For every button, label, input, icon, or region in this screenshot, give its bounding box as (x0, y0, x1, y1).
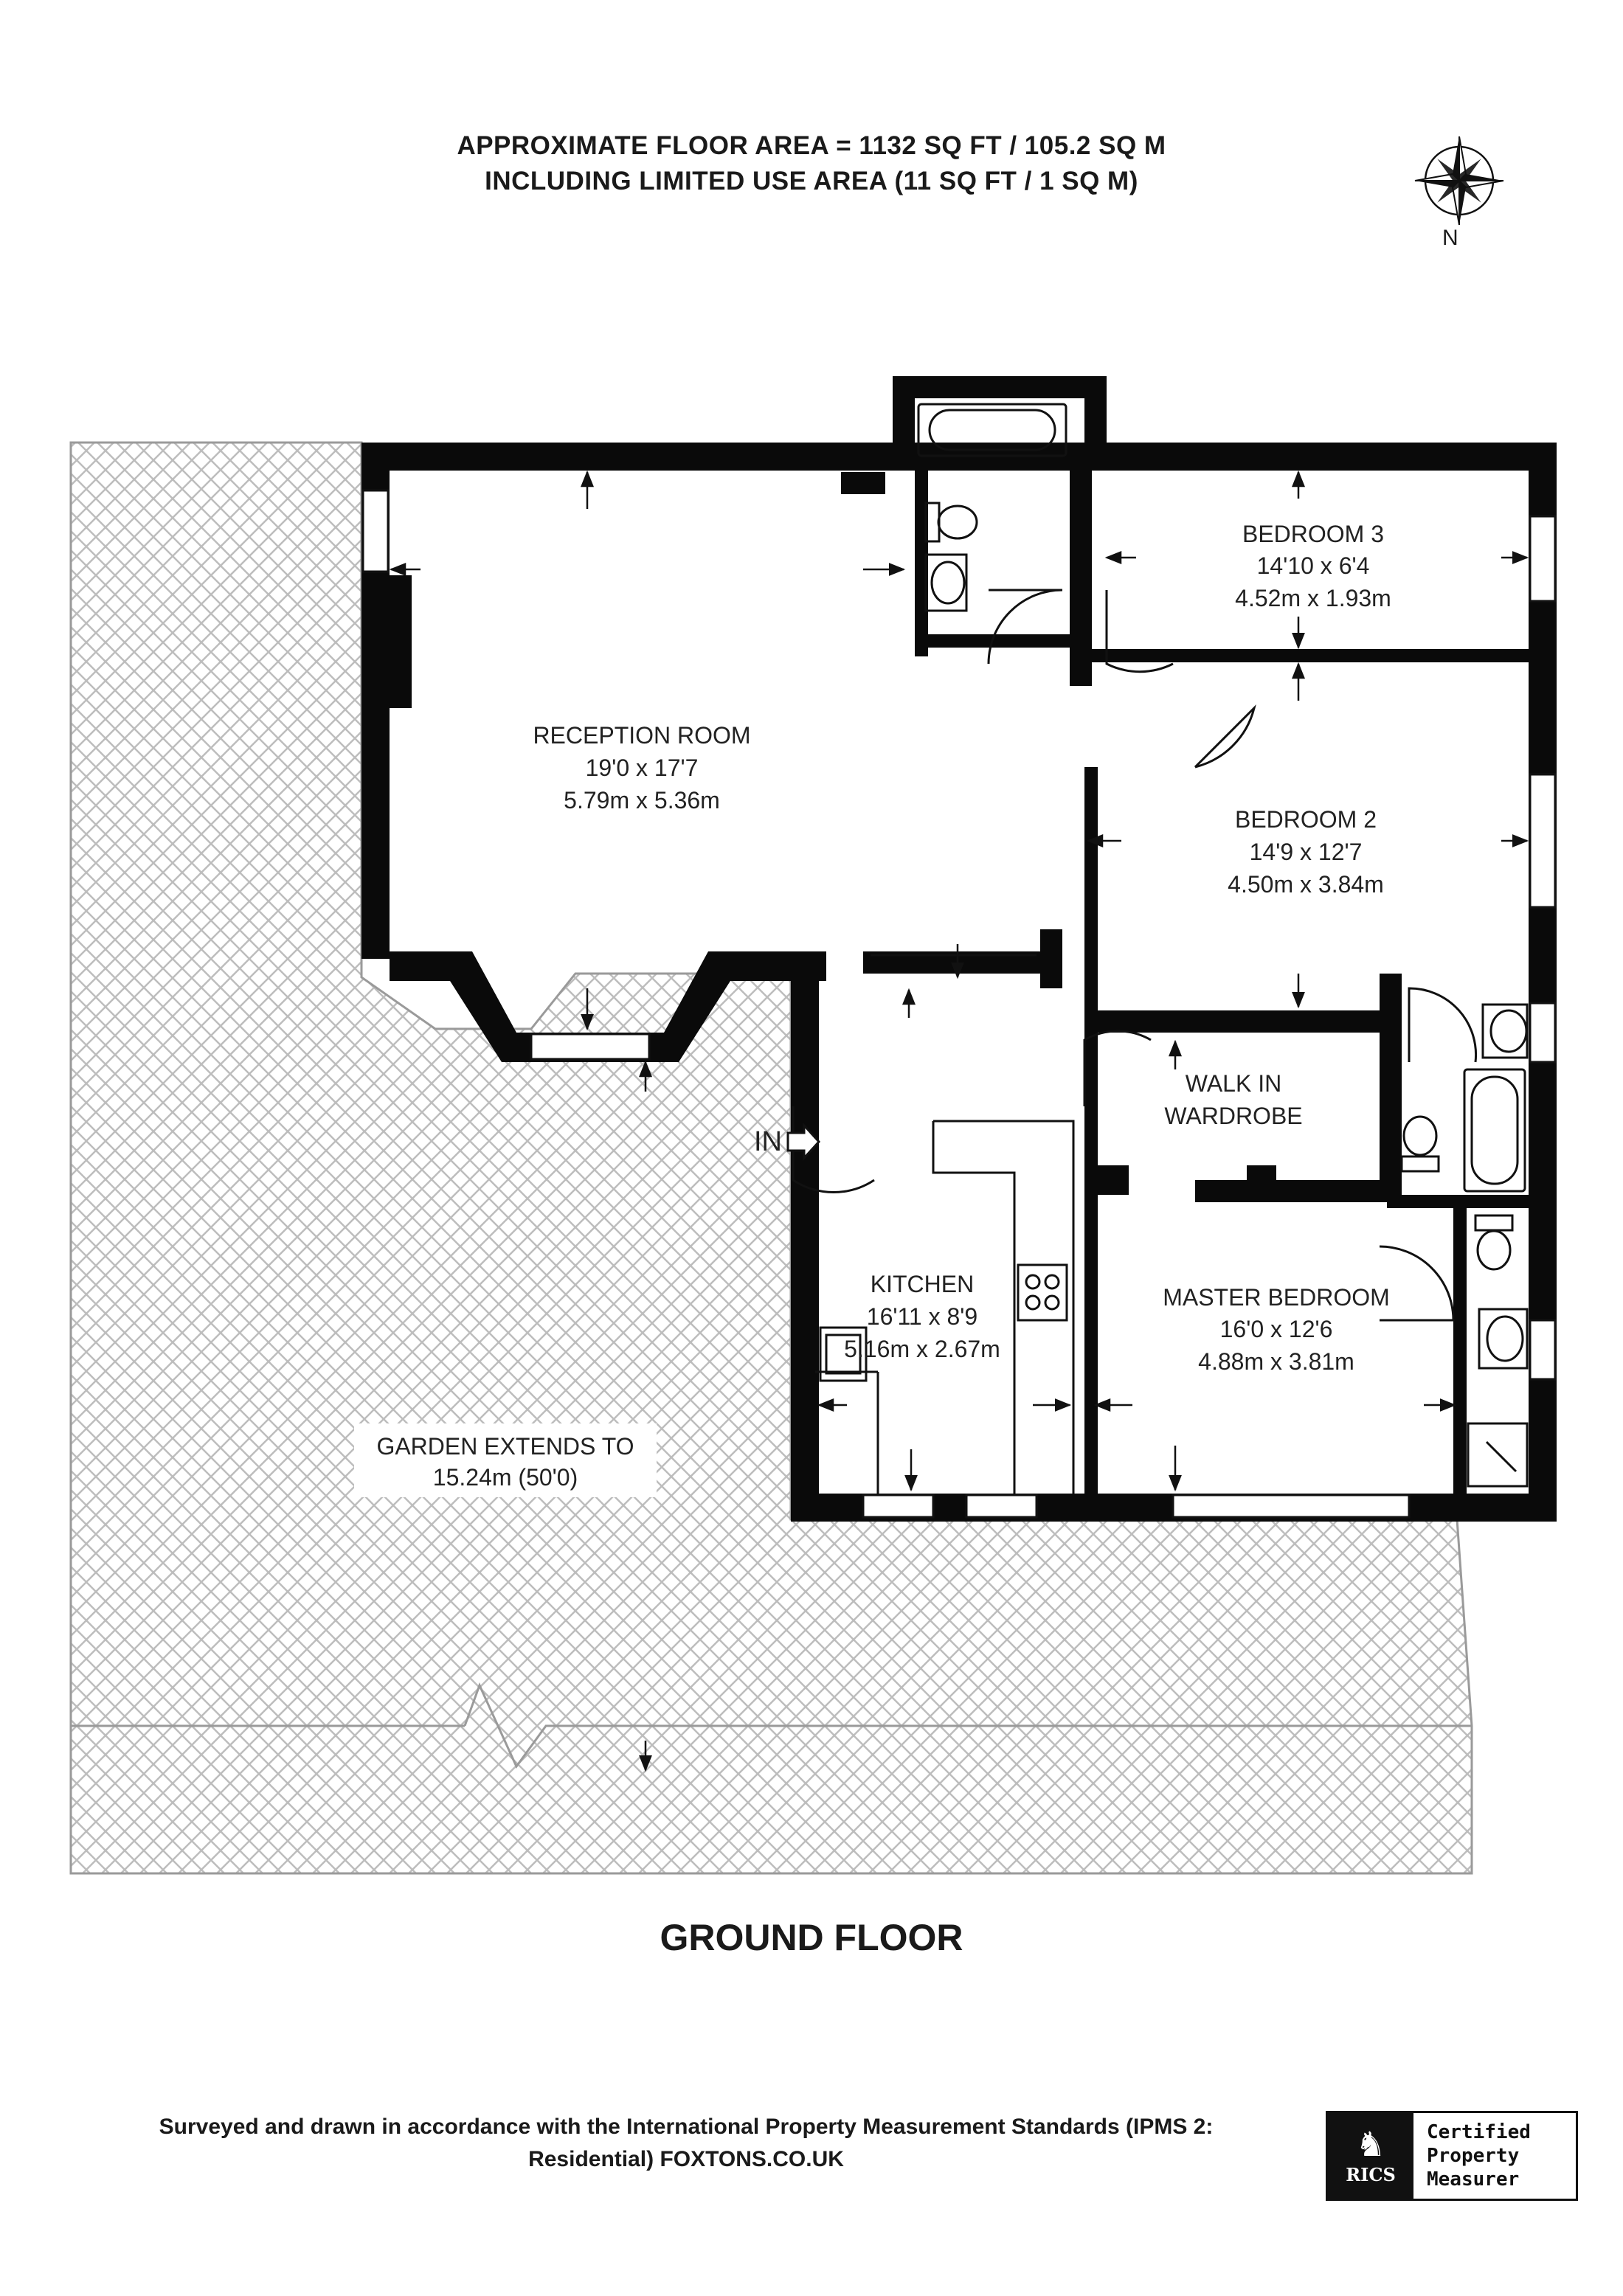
kitchen-name: KITCHEN (871, 1271, 974, 1297)
bedroom2-metric: 4.50m x 3.84m (1228, 871, 1384, 898)
wardrobe-line1: WALK IN (1186, 1070, 1281, 1097)
reception-room-name: RECEPTION ROOM (533, 722, 750, 749)
bedroom2-imperial: 14'9 x 12'7 (1250, 839, 1363, 865)
compass-rose-icon (1414, 136, 1504, 226)
floor-title: GROUND FLOOR (660, 1917, 963, 1958)
bedroom3-name: BEDROOM 3 (1242, 521, 1384, 547)
floor-area-heading: APPROXIMATE FLOOR AREA = 1132 SQ FT / 10… (457, 131, 1166, 160)
wardrobe-line2: WARDROBE (1164, 1103, 1302, 1129)
kitchen-imperial: 16'11 x 8'9 (867, 1303, 977, 1330)
basin-icon (1478, 1308, 1529, 1370)
reception-room-imperial: 19'0 x 17'7 (586, 755, 699, 781)
doors (792, 589, 1478, 1322)
survey-footer: Surveyed and drawn in accordance with th… (59, 2111, 1313, 2176)
floor-plan-drawing: RECEPTION ROOM 19'0 x 17'7 5.79m x 5.36m… (69, 136, 1557, 1875)
kitchen-metric: 5.16m x 2.67m (844, 1336, 1000, 1362)
garden-label-backdrop (354, 1423, 657, 1497)
basin-icon (1481, 1003, 1529, 1059)
rics-logo-text: RICS (1346, 2163, 1396, 2185)
bedroom3-imperial: 14'10 x 6'4 (1257, 552, 1370, 579)
rics-certification-badge: ♞ RICS Certified Property Measurer (1326, 2111, 1578, 2201)
master-bedroom-name: MASTER BEDROOM (1163, 1284, 1390, 1311)
entrance-arrow-icon (786, 1123, 821, 1161)
reception-room-metric: 5.79m x 5.36m (564, 787, 720, 814)
rics-logo: ♞ RICS (1328, 2113, 1413, 2199)
master-bedroom-imperial: 16'0 x 12'6 (1220, 1316, 1333, 1342)
badge-text: Certified Property Measurer (1413, 2113, 1576, 2199)
badge-line1: Certified (1427, 2121, 1531, 2143)
lion-icon: ♞ (1355, 2123, 1386, 2164)
master-bedroom-metric: 4.88m x 3.81m (1198, 1348, 1354, 1375)
interior-lines (815, 954, 1075, 1494)
bath-icon (917, 403, 1067, 457)
limited-use-area-heading: INCLUDING LIMITED USE AREA (11 SQ FT / 1… (485, 167, 1138, 195)
entrance-label: IN (754, 1126, 782, 1157)
basin-icon (924, 553, 968, 612)
garden-line2: 15.24m (50'0) (433, 1464, 578, 1491)
bay-window (390, 951, 826, 1062)
bedroom3-metric: 4.52m x 1.93m (1235, 585, 1391, 611)
compass-north-label: N (1442, 226, 1458, 250)
toilet-icon (1400, 1115, 1440, 1173)
garden-line1: GARDEN EXTENDS TO (376, 1433, 634, 1460)
footer-line2: Residential) FOXTONS.CO.UK (528, 2147, 844, 2171)
badge-line2: Property (1427, 2145, 1520, 2167)
hob-icon (1017, 1263, 1068, 1322)
bedroom2-name: BEDROOM 2 (1235, 806, 1377, 833)
toilet-icon (1474, 1214, 1514, 1271)
windows (361, 489, 1557, 1519)
shower-icon (1467, 1422, 1529, 1488)
badge-line3: Measurer (1427, 2168, 1520, 2191)
bath-icon (1463, 1068, 1526, 1193)
footer-line1: Surveyed and drawn in accordance with th… (159, 2115, 1214, 2139)
sink-icon (819, 1326, 868, 1382)
toilet-icon (924, 502, 978, 543)
dimension-arrows (389, 470, 1529, 1772)
